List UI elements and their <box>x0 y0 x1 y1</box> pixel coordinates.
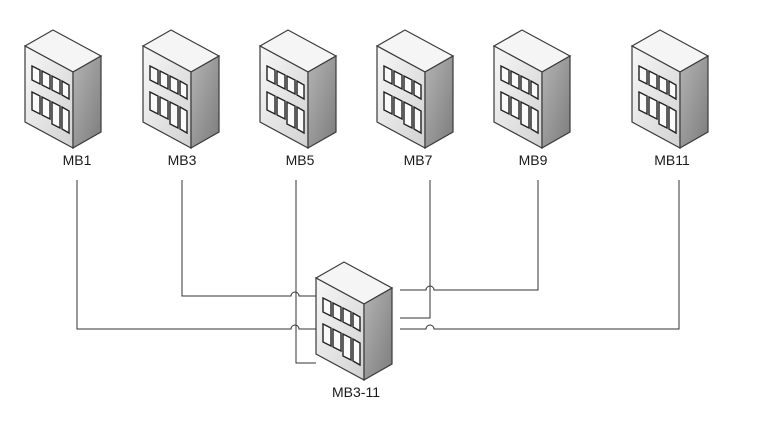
node-label-mb9: MB9 <box>518 152 548 168</box>
connection-mb3 <box>181 180 316 297</box>
connections <box>76 180 680 364</box>
connection-mb11 <box>400 180 680 330</box>
building-icon <box>376 29 454 149</box>
connection-mb5 <box>295 180 316 364</box>
building-icon <box>142 29 220 149</box>
node-label-mb1: MB1 <box>62 152 92 168</box>
node-label-mb5: MB5 <box>285 152 315 168</box>
node-label-mb3: MB3 <box>167 152 197 168</box>
building-icon <box>315 261 393 381</box>
connection-mb1 <box>76 180 316 330</box>
building-icon <box>493 29 571 149</box>
node-label-mb7: MB7 <box>403 152 433 168</box>
building-icon <box>631 29 709 149</box>
connection-mb9 <box>400 180 539 291</box>
building-icon <box>259 29 337 149</box>
building-icon <box>24 29 102 149</box>
node-label-mb11: MB11 <box>654 152 690 168</box>
hub-label: MB3-11 <box>332 384 380 400</box>
connection-mb7 <box>400 180 431 319</box>
